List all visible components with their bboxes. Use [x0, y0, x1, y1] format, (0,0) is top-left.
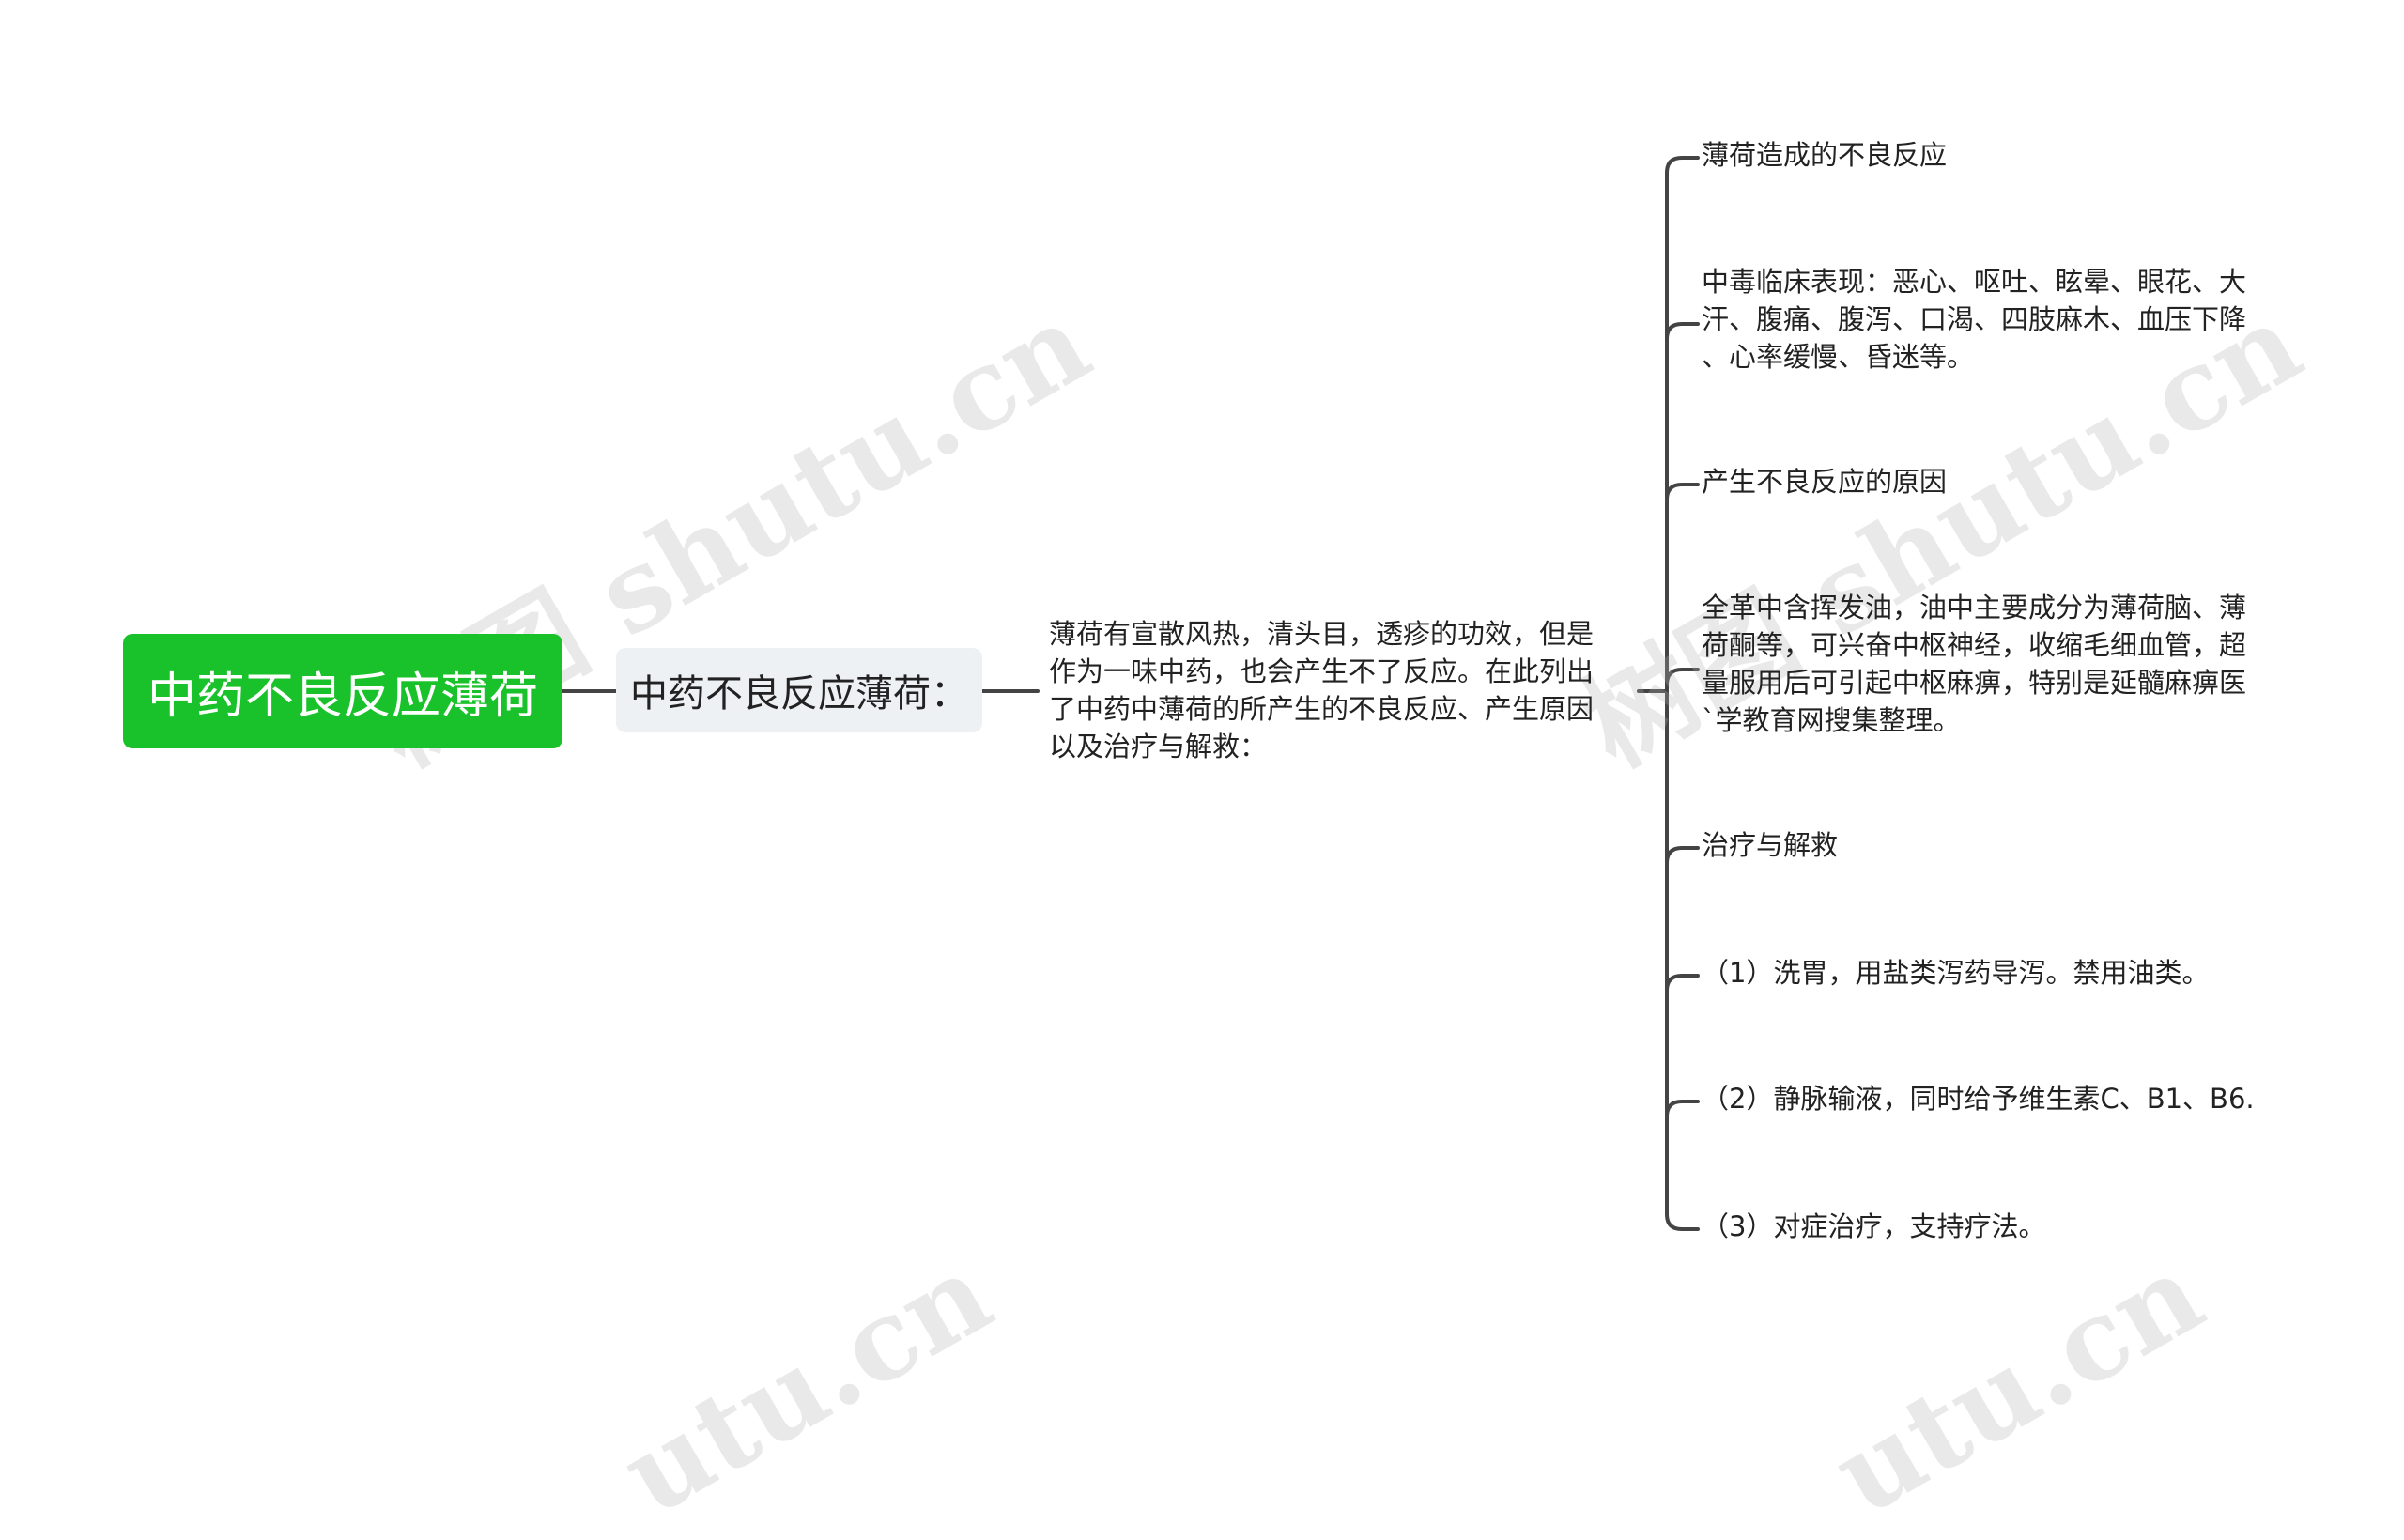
- leaf-causes-detail[interactable]: 全革中含挥发油，油中主要成分为薄荷脑、薄 荷酮等，可兴奋中枢神经，收缩毛细血管，…: [1702, 592, 2247, 736]
- bracket-spine: [1665, 156, 1700, 1231]
- leaf-treatment-3[interactable]: （3）对症治疗，支持疗法。: [1702, 1210, 2046, 1242]
- subtopic-node[interactable]: 中药不良反应薄荷：: [616, 648, 982, 732]
- bracket-branch-3: [1665, 483, 1700, 501]
- leaf-causes-heading[interactable]: 产生不良反应的原因: [1702, 466, 1948, 498]
- bracket-branch-4: [1665, 668, 1700, 686]
- leaf-treatment-1[interactable]: （1）洗胃，用盐类泻药导泻。禁用油类。: [1702, 957, 2210, 989]
- bracket-branch-6: [1665, 974, 1700, 993]
- root-topic[interactable]: 中药不良反应薄荷: [123, 634, 562, 748]
- leaf-clinical-symptoms[interactable]: 中毒临床表现：恶心、呕吐、眩晕、眼花、大 汗、腹痛、腹泻、口渴、四肢麻木、血压下…: [1702, 266, 2247, 373]
- bracket-branch-2: [1665, 322, 1700, 341]
- bracket-branch-7: [1665, 1100, 1700, 1118]
- leaf-adverse-reactions[interactable]: 薄荷造成的不良反应: [1702, 139, 1948, 171]
- leaf-treatment-2[interactable]: （2）静脉输液，同时给予维生素C、B1、B6.: [1702, 1083, 2255, 1115]
- description-node[interactable]: 薄荷有宣散风热，清头目，透疹的功效，但是 作为一味中药，也会产生不了反应。在此列…: [1049, 618, 1595, 762]
- bracket-branch-5: [1665, 846, 1700, 865]
- connector-lines: [561, 156, 1700, 1231]
- leaf-treatment-heading[interactable]: 治疗与解救: [1702, 829, 1839, 861]
